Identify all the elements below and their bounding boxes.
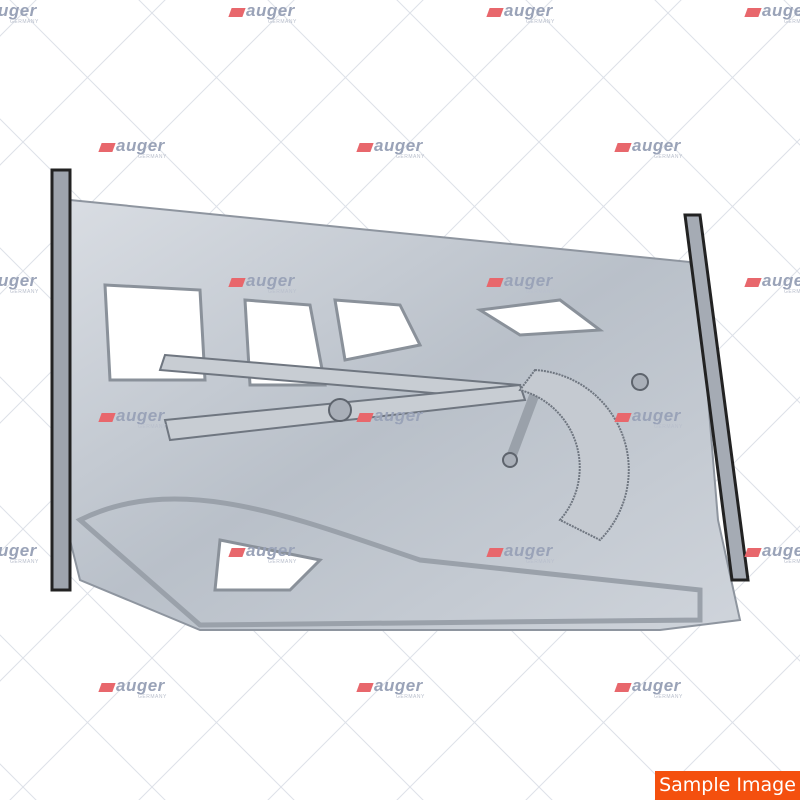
logo-flag-icon	[744, 548, 762, 557]
logo-subtitle: GERMANY	[10, 19, 39, 25]
logo-subtitle: GERMANY	[784, 559, 800, 565]
logo-subtitle: GERMANY	[526, 19, 555, 25]
watermark-line	[654, 654, 800, 800]
logo-subtitle: GERMANY	[526, 289, 555, 295]
logo-subtitle: GERMANY	[138, 694, 167, 700]
logo-subtitle: GERMANY	[138, 154, 167, 160]
logo-brand: auger	[374, 676, 423, 695]
logo-brand: auger	[504, 541, 553, 560]
logo-flag-icon	[98, 143, 116, 152]
logo-subtitle: GERMANY	[654, 694, 683, 700]
logo-subtitle: GERMANY	[138, 424, 167, 430]
logo-subtitle: GERMANY	[268, 559, 297, 565]
logo-brand: auger	[0, 271, 37, 290]
logo-flag-icon	[614, 683, 632, 692]
logo-flag-icon	[228, 8, 246, 17]
logo-flag-icon	[744, 8, 762, 17]
logo-brand: auger	[762, 541, 800, 560]
logo-brand: auger	[246, 1, 295, 20]
logo-brand: auger	[632, 136, 681, 155]
logo-subtitle: GERMANY	[654, 154, 683, 160]
logo-brand: auger	[374, 406, 423, 425]
logo-brand: auger	[246, 541, 295, 560]
logo-subtitle: GERMANY	[10, 289, 39, 295]
logo-flag-icon	[486, 8, 504, 17]
logo-flag-icon	[486, 548, 504, 557]
logo-brand: auger	[0, 1, 37, 20]
logo-brand: auger	[116, 406, 165, 425]
watermark-line	[0, 0, 295, 295]
watermark-line	[0, 0, 166, 166]
logo-brand: auger	[504, 1, 553, 20]
logo-brand: auger	[374, 136, 423, 155]
logo-subtitle: GERMANY	[784, 289, 800, 295]
logo-subtitle: GERMANY	[396, 694, 425, 700]
logo-flag-icon	[228, 548, 246, 557]
watermark-line	[654, 0, 800, 146]
sample-image-badge: Sample Image	[655, 771, 800, 800]
logo-flag-icon	[614, 143, 632, 152]
logo-flag-icon	[356, 683, 374, 692]
watermark-line	[0, 0, 424, 424]
logo-brand: auger	[504, 271, 553, 290]
logo-subtitle: GERMANY	[526, 559, 555, 565]
logo-subtitle: GERMANY	[10, 559, 39, 565]
logo-subtitle: GERMANY	[396, 154, 425, 160]
logo-subtitle: GERMANY	[396, 424, 425, 430]
logo-brand: auger	[246, 271, 295, 290]
logo-brand: auger	[632, 406, 681, 425]
logo-flag-icon	[356, 413, 374, 422]
logo-flag-icon	[614, 413, 632, 422]
logo-brand: auger	[116, 676, 165, 695]
logo-flag-icon	[356, 143, 374, 152]
watermark-line	[525, 525, 800, 800]
watermark-line	[525, 0, 800, 275]
logo-brand: auger	[632, 676, 681, 695]
logo-flag-icon	[228, 278, 246, 287]
logo-subtitle: GERMANY	[784, 19, 800, 25]
watermark-line	[0, 634, 166, 800]
logo-brand: auger	[762, 1, 800, 20]
logo-subtitle: GERMANY	[268, 19, 297, 25]
logo-flag-icon	[98, 413, 116, 422]
logo-flag-icon	[486, 278, 504, 287]
logo-brand: auger	[0, 541, 37, 560]
logo-flag-icon	[744, 278, 762, 287]
watermark-line	[0, 505, 295, 800]
watermark-line	[396, 396, 800, 800]
logo-subtitle: GERMANY	[654, 424, 683, 430]
logo-brand: auger	[762, 271, 800, 290]
logo-flag-icon	[98, 683, 116, 692]
logo-brand: auger	[116, 136, 165, 155]
logo-subtitle: GERMANY	[268, 289, 297, 295]
